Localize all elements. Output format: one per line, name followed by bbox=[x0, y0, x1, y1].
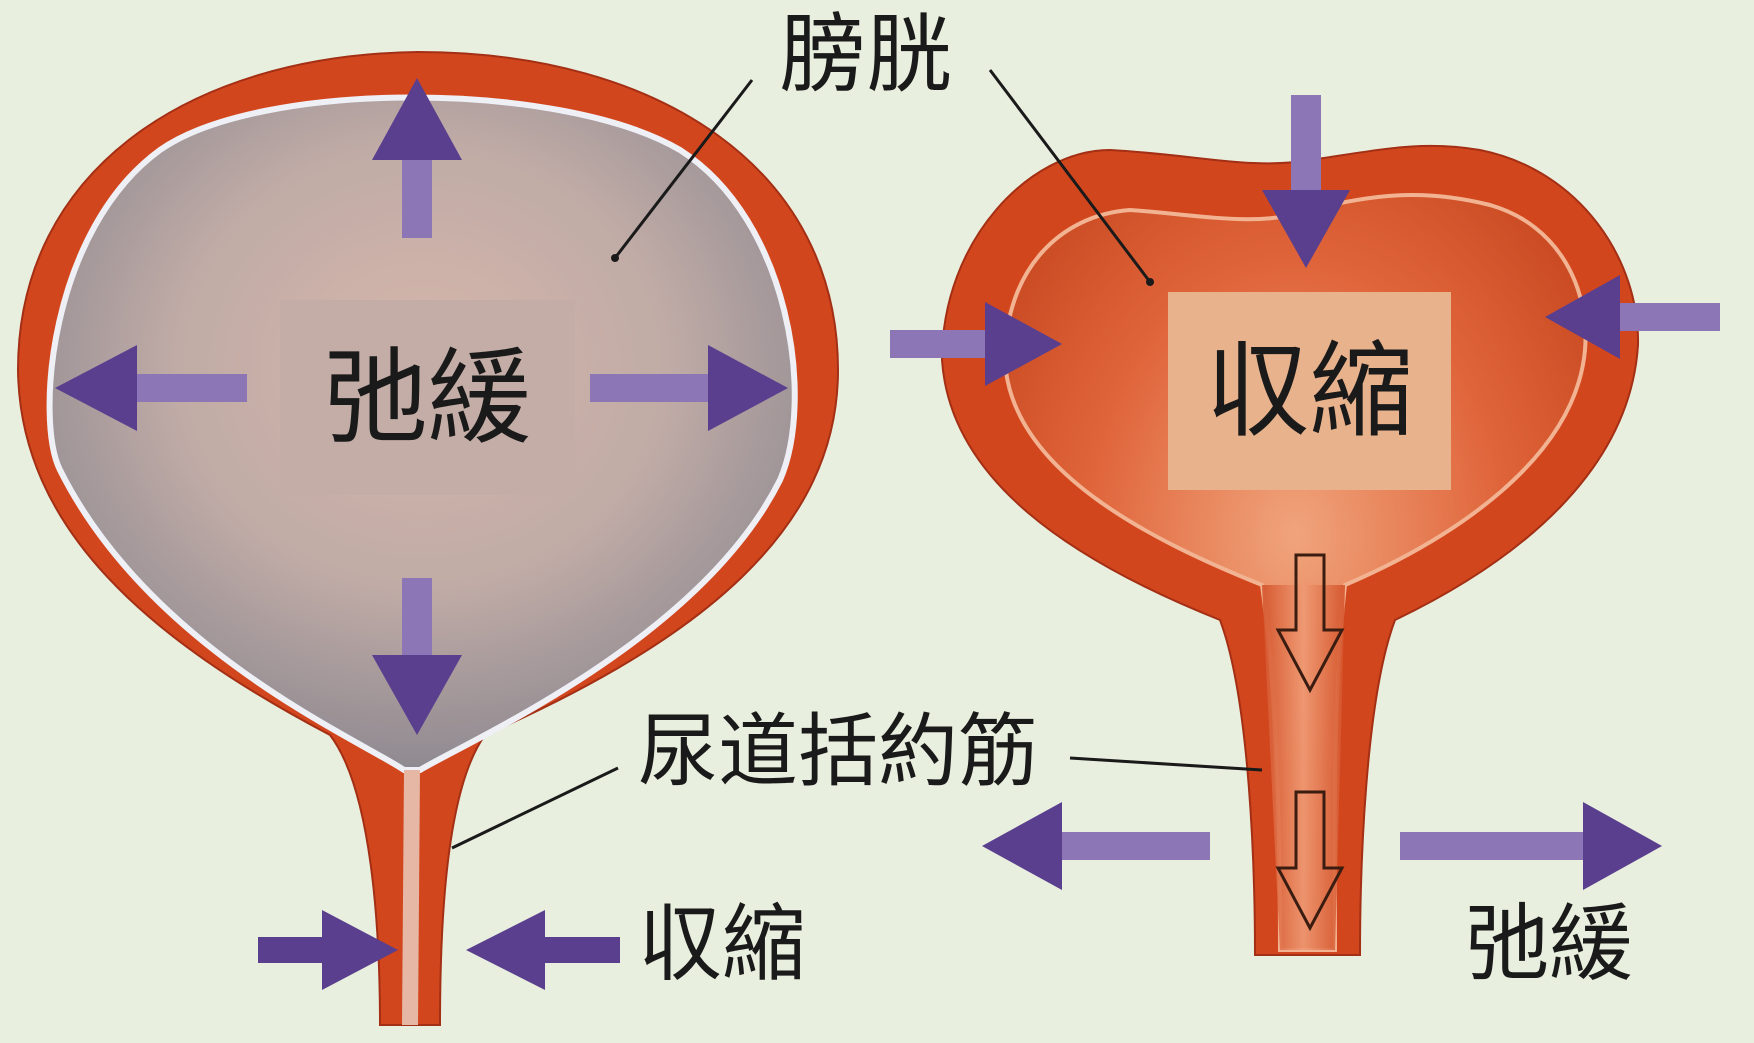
arrow-icon bbox=[466, 910, 620, 990]
bladder-label: 膀胱 bbox=[780, 12, 952, 98]
left-sphincter-state-label: 収縮 bbox=[638, 902, 806, 986]
leader-dot bbox=[1146, 278, 1154, 286]
right-sphincter-state-label: 弛緩 bbox=[1465, 902, 1633, 986]
arrow-icon bbox=[982, 802, 1210, 890]
contracted-label-box: 収縮 bbox=[1168, 292, 1451, 490]
sphincter-label: 尿道括約筋 bbox=[638, 712, 1038, 792]
relaxed-label: 弛緩 bbox=[323, 346, 531, 450]
leader-dot bbox=[611, 254, 619, 262]
arrow-icon bbox=[1400, 802, 1662, 890]
relaxed-urethra-lumen bbox=[402, 770, 420, 1025]
contracted-label: 収縮 bbox=[1205, 339, 1413, 443]
relaxed-label-box: 弛緩 bbox=[280, 300, 575, 495]
